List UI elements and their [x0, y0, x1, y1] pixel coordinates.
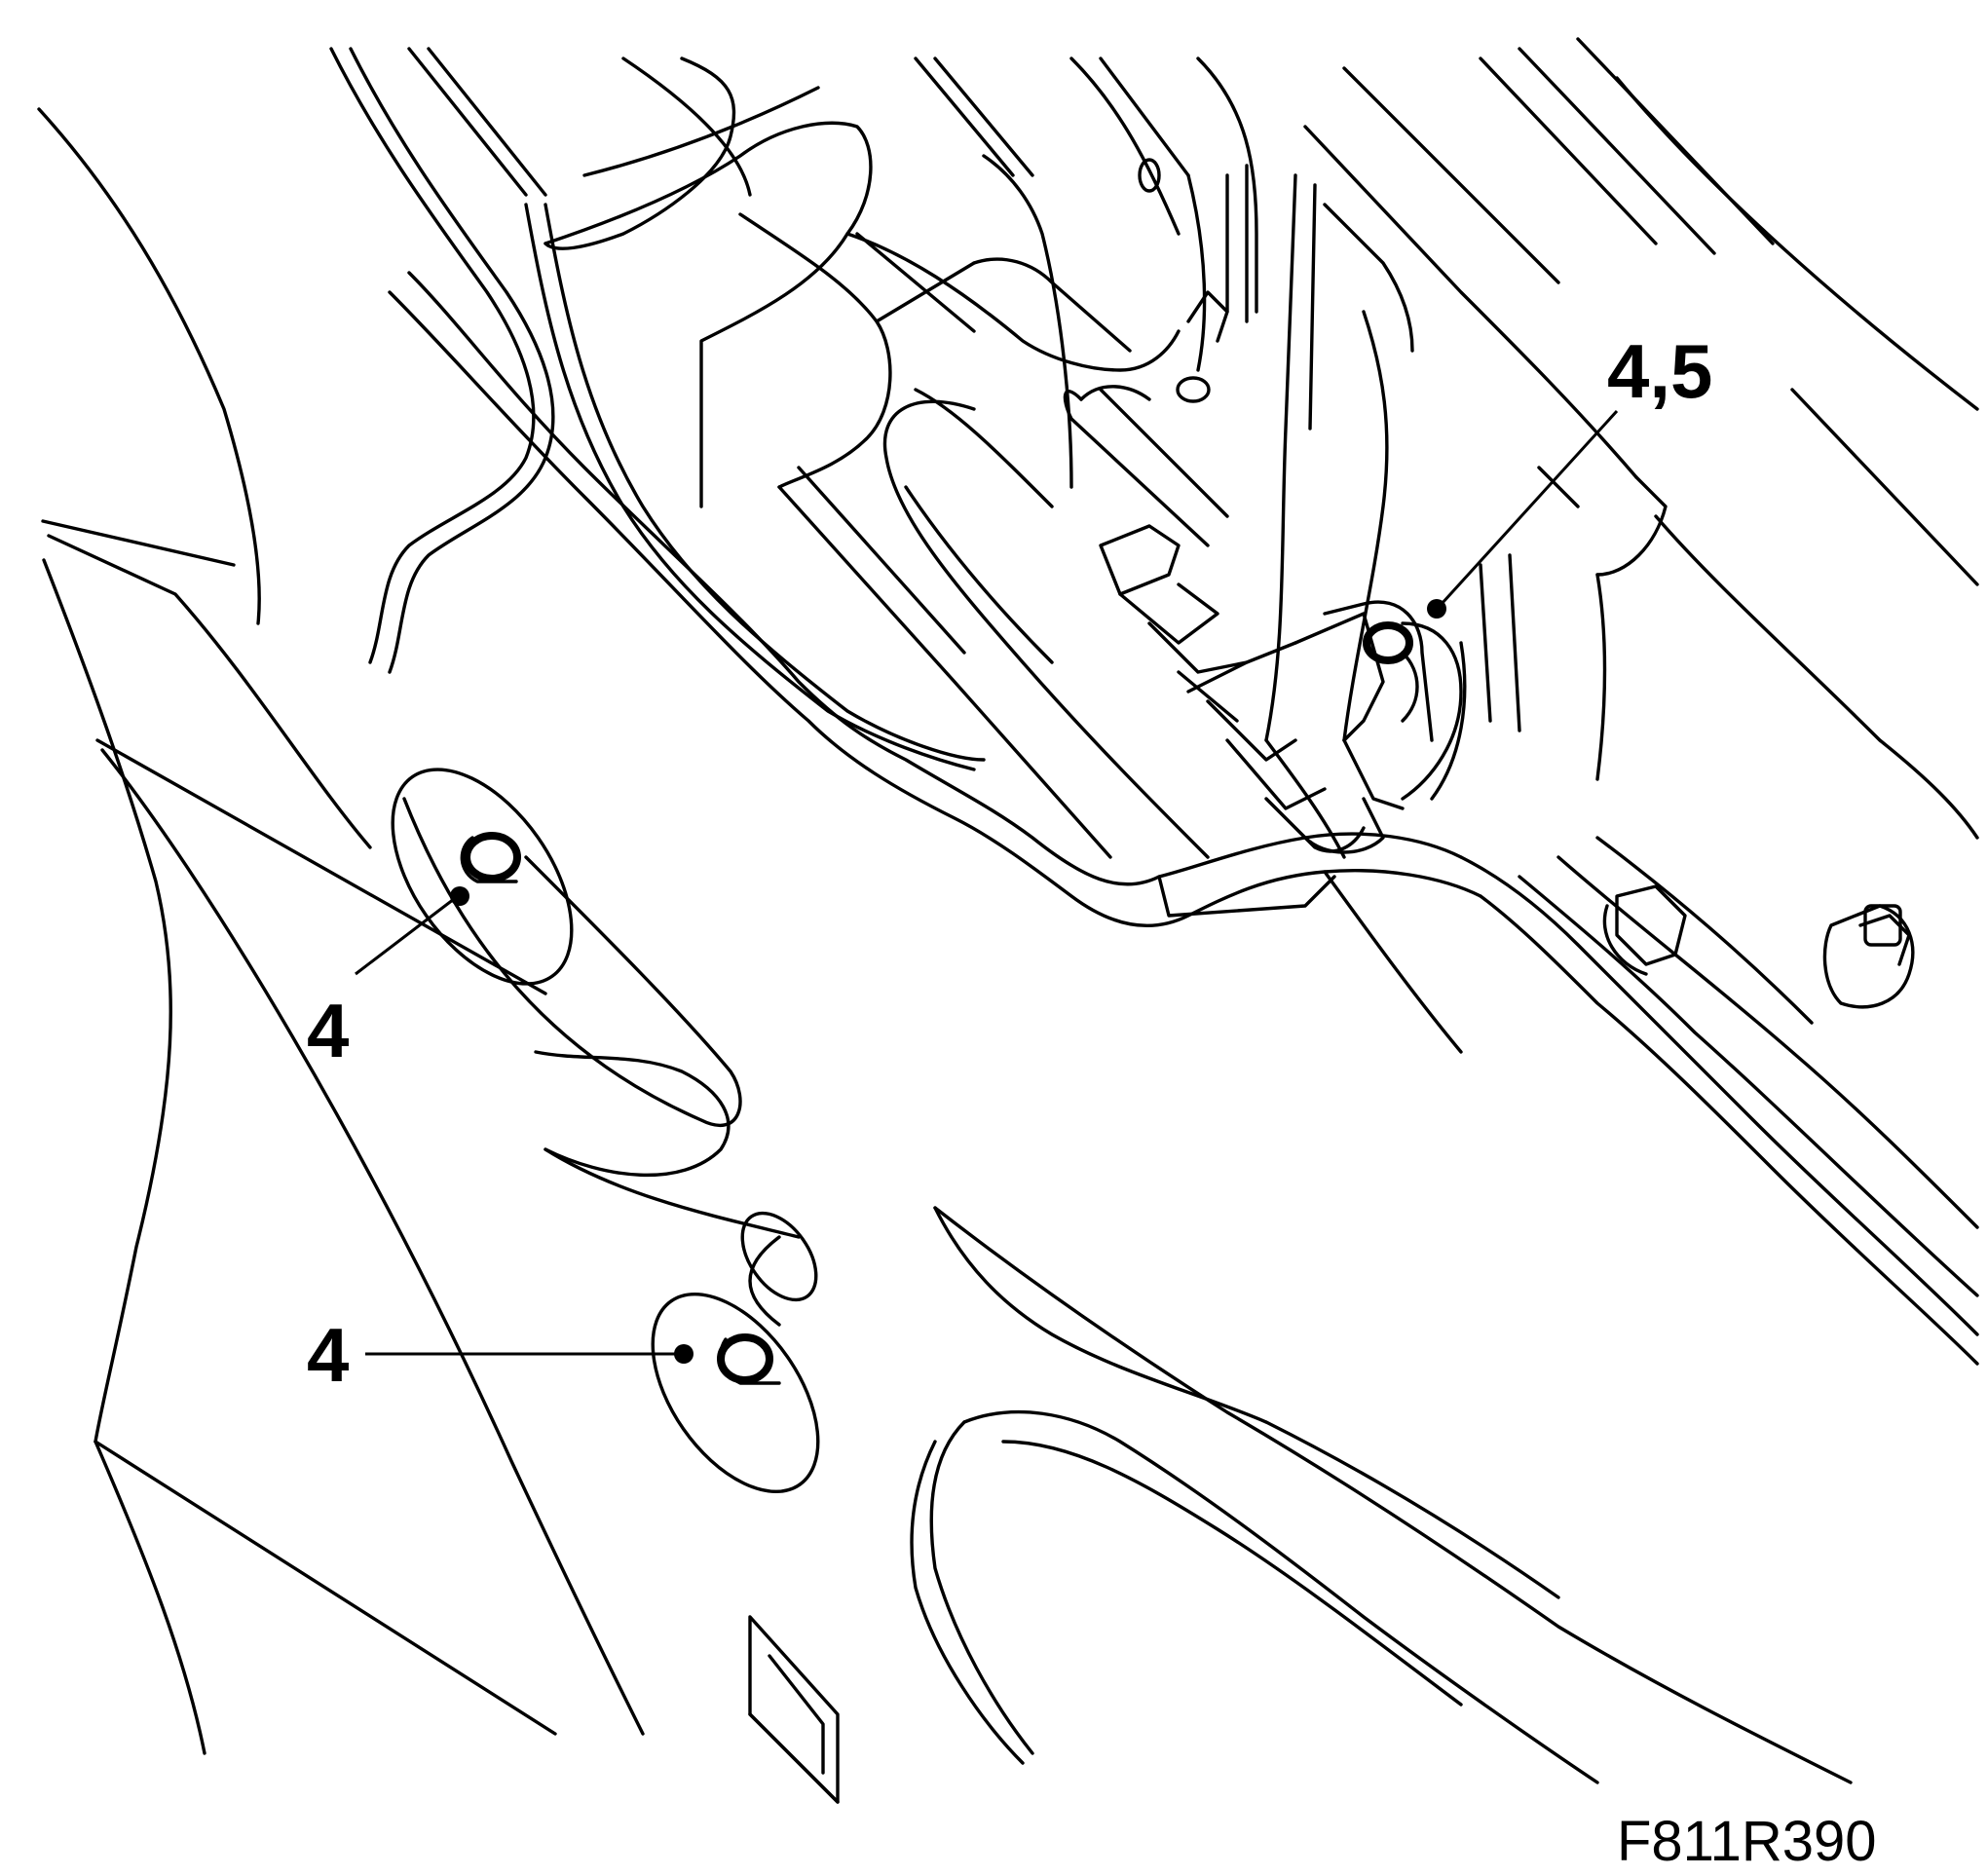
callout-bracket-bolt: 4,5 [1427, 328, 1712, 619]
callout-lower-bolt: 4 [307, 1312, 694, 1398]
callout-upper-bolt: 4 [307, 886, 469, 1073]
door-frame-flange [544, 56, 1258, 508]
bracket-bolt-assembly [1063, 158, 1467, 854]
callout-lower-bolt-label: 4 [307, 1312, 349, 1398]
frame-bolt-right [1602, 884, 1915, 1009]
lower-bolt-recess [651, 1292, 820, 1494]
lower-door-panel [534, 1050, 1853, 1784]
hinge-arm [777, 388, 1210, 859]
panel-clip [748, 1615, 840, 1804]
figure-id: F811R390 [1617, 1810, 1877, 1873]
body-panel-left [37, 107, 645, 1755]
callout-upper-bolt-label: 4 [307, 988, 349, 1073]
upper-bolt-recess [391, 768, 742, 1128]
body-panel-right [1303, 37, 1979, 840]
sill-flange [388, 271, 1979, 1366]
callout-bracket-bolt-label: 4,5 [1607, 328, 1712, 414]
